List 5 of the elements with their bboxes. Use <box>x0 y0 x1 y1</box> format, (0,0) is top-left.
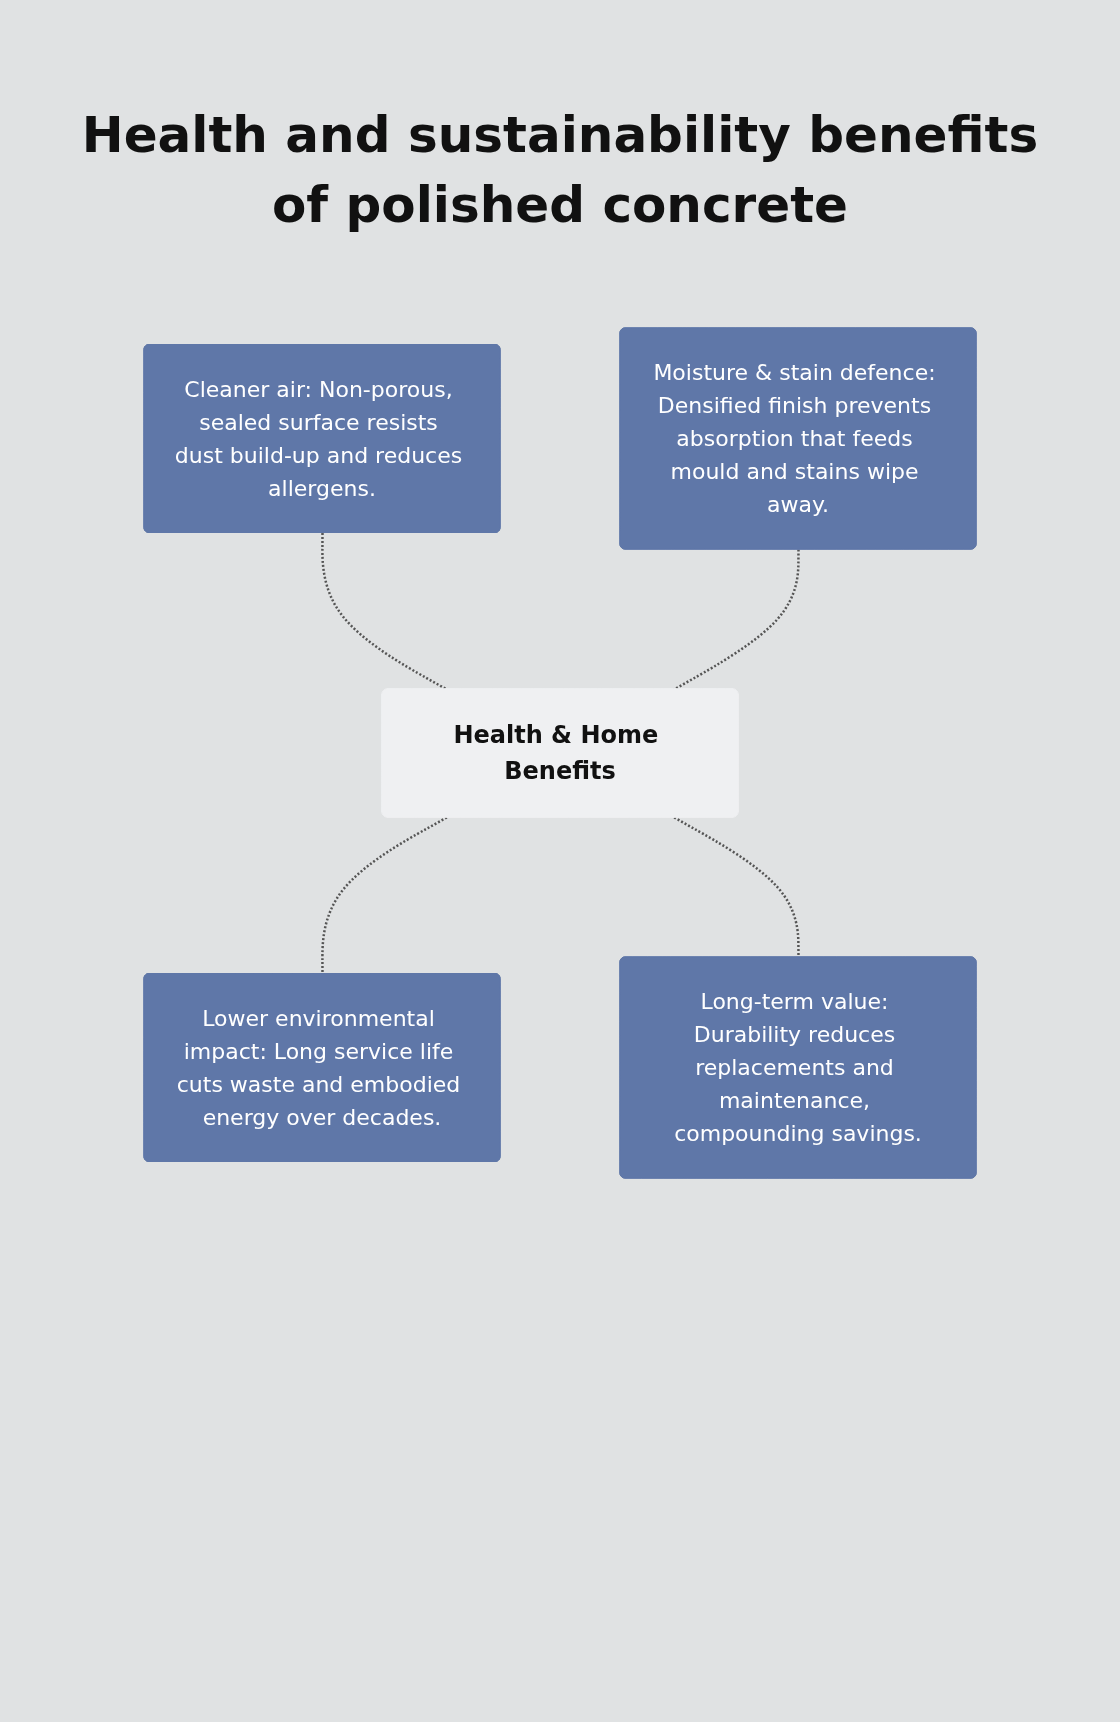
title: Health and sustainability benefits of polished concrete <box>80 105 1040 236</box>
connector <box>673 549 800 691</box>
connector <box>321 816 448 974</box>
connector <box>673 816 800 958</box>
connector <box>321 533 448 691</box>
